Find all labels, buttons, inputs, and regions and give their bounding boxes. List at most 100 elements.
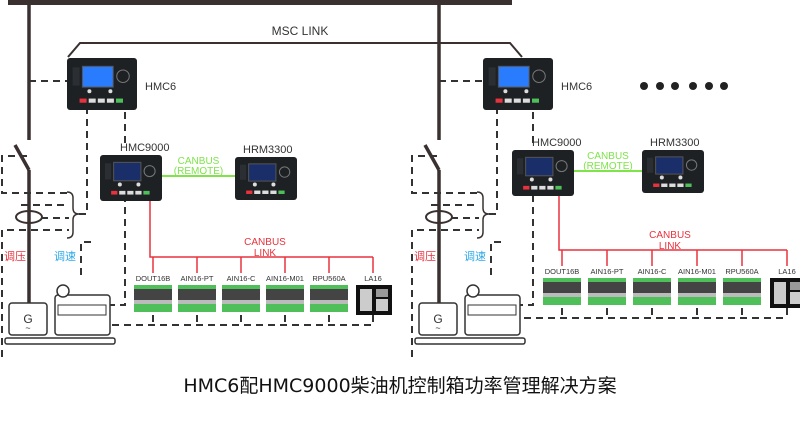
module-label: RPU560A (725, 267, 758, 276)
canbus-link-label: CANBUS (649, 230, 691, 241)
module-body (723, 282, 761, 293)
module-label: DOUT16B (136, 274, 171, 283)
hmc9000-controller-key (119, 190, 126, 195)
generator-set: G~ (4, 284, 116, 345)
module-rpu560a (723, 278, 761, 305)
speed-regulation-label: 调速 (464, 250, 486, 263)
generator-body (8, 302, 48, 336)
wire-bundle-brace (66, 191, 80, 239)
master-control-wire (79, 100, 88, 215)
module-label-strip (310, 300, 348, 304)
module-rpu560a (310, 285, 348, 312)
hrm3300-remote-display (655, 156, 684, 175)
msc-link-label: MSC LINK (272, 24, 329, 38)
hrm3300-remote-key (270, 190, 277, 194)
module-top-terminals (266, 285, 304, 289)
module-label: AIN16-C (227, 274, 256, 283)
hmc6-controller-key (495, 98, 503, 103)
hmc9000-controller-key (135, 190, 142, 195)
module-label: LA16 (364, 274, 382, 283)
hmc9000-controller-led (548, 177, 553, 182)
module-body (633, 282, 671, 293)
hmc6-controller-key (88, 98, 96, 103)
engine-cylinders (467, 304, 517, 316)
hmc9000-controller-led (136, 182, 141, 187)
hmc6-controller-led (503, 89, 508, 94)
hmc6-label: HMC6 (561, 81, 592, 93)
hmc9000-label: HMC9000 (532, 137, 582, 149)
canbus-link-label: CANBUS (244, 237, 286, 248)
canbus-link-line (149, 201, 373, 258)
module-ain16-pt (178, 285, 216, 312)
hrm3300-remote-key (653, 183, 660, 187)
hrm3300-remote-nav-pad (685, 159, 698, 171)
ac-symbol: ~ (25, 323, 30, 333)
hmc9000-controller-key (523, 185, 530, 190)
hrm3300-remote-key (677, 183, 684, 187)
breaker-control-wire (411, 155, 479, 194)
module-bottom-terminals (723, 297, 761, 305)
hrm3300-label: HRM3300 (243, 144, 293, 156)
canbus-remote-label: CANBUS (178, 156, 220, 167)
generator-set: G~ (414, 284, 526, 345)
module-label-strip (178, 300, 216, 304)
generator-skid (414, 337, 526, 345)
hmc9000-controller-display (525, 156, 554, 177)
hmc6-controller-key (532, 98, 539, 103)
hmc9000-controller (512, 150, 574, 196)
module-bottom-terminals (543, 297, 581, 305)
module-body (178, 289, 216, 300)
turbocharger (466, 284, 480, 298)
controller-engine-wire (100, 195, 126, 306)
module-bottom-terminals (266, 304, 304, 312)
generator-symbol: G (23, 312, 32, 326)
hmc6-controller-side-buttons (72, 67, 80, 86)
module-bottom-terminals (222, 304, 260, 312)
breaker-control-wire (1, 155, 69, 194)
voltage-regulation-label: 调压 (414, 250, 436, 263)
hrm3300-remote-side-buttons (646, 157, 654, 173)
canbus-remote-label: (REMOTE) (174, 166, 223, 177)
hrm3300-remote-led (271, 182, 276, 187)
generator-body (418, 302, 458, 336)
module-bottom-terminals (134, 304, 172, 312)
hmc6-controller-key (116, 98, 123, 103)
module-ain16-m01 (266, 285, 304, 312)
hrm3300-remote-key (278, 190, 285, 194)
module-body (310, 289, 348, 300)
module-body (134, 289, 172, 300)
hmc9000-controller-led (529, 177, 534, 182)
breaker-switch (13, 144, 31, 171)
hmc9000-controller-side-buttons (104, 163, 112, 180)
hrm3300-remote-side-buttons (239, 164, 247, 180)
module-bottom-terminals (633, 297, 671, 305)
hmc9000-controller-key (539, 185, 546, 190)
module-top-terminals (723, 278, 761, 282)
more-units-ellipsis (640, 82, 728, 90)
hrm3300-remote-display (248, 163, 277, 182)
module-label: LA16 (778, 267, 796, 276)
hmc9000-controller-key (531, 185, 538, 190)
module-bottom-terminals (588, 297, 626, 305)
hmc6-controller-key (97, 98, 105, 103)
module-body (222, 289, 260, 300)
hmc9000-controller-side-buttons (516, 158, 524, 175)
canbus-remote-label: (REMOTE) (583, 161, 632, 172)
speed-regulation-wire (490, 241, 502, 275)
hmc9000-controller-nav-pad (143, 165, 156, 178)
module-ain16-c (222, 285, 260, 312)
hmc6-controller (67, 58, 137, 110)
module-dout16b (543, 278, 581, 305)
module-label-strip (134, 300, 172, 304)
hmc9000-controller-key (111, 190, 118, 195)
module-label: AIN16-M01 (266, 274, 304, 283)
hrm3300-label: HRM3300 (650, 137, 700, 149)
module-label-strip (543, 293, 581, 297)
speed-regulation-label: 调速 (54, 250, 76, 263)
module-top-terminals (633, 278, 671, 282)
hmc6-controller-display (81, 65, 114, 88)
canbus-link-line (558, 196, 787, 251)
module-top-terminals (678, 278, 716, 282)
